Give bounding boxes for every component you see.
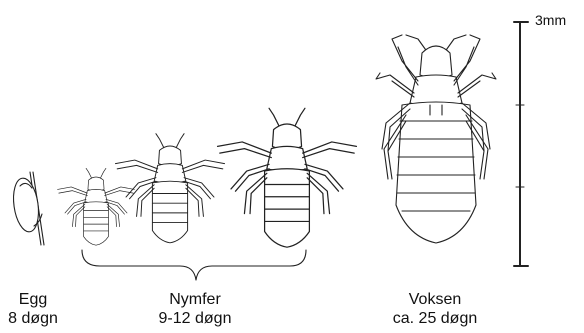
scale-label: 3mm (535, 12, 566, 28)
stage-duration: ca. 25 døgn (370, 309, 500, 328)
nymph-group-brace (82, 250, 306, 280)
stage-name: Voksen (370, 290, 500, 309)
stage-label-nymph: Nymfer 9-12 døgn (130, 290, 260, 328)
stage-name: Egg (0, 290, 66, 309)
stage-name: Nymfer (130, 290, 260, 309)
stage-label-adult: Voksen ca. 25 døgn (370, 290, 500, 328)
egg-illustration (10, 172, 44, 245)
nymph-small-illustration (58, 168, 135, 245)
nymph-large-illustration (218, 108, 357, 247)
scale-bar (514, 22, 528, 266)
adult-louse-illustration (376, 35, 496, 243)
stage-duration: 8 døgn (0, 309, 66, 328)
stage-label-egg: Egg 8 døgn (0, 290, 66, 328)
nymph-medium-illustration (115, 134, 224, 243)
stage-duration: 9-12 døgn (130, 309, 260, 328)
